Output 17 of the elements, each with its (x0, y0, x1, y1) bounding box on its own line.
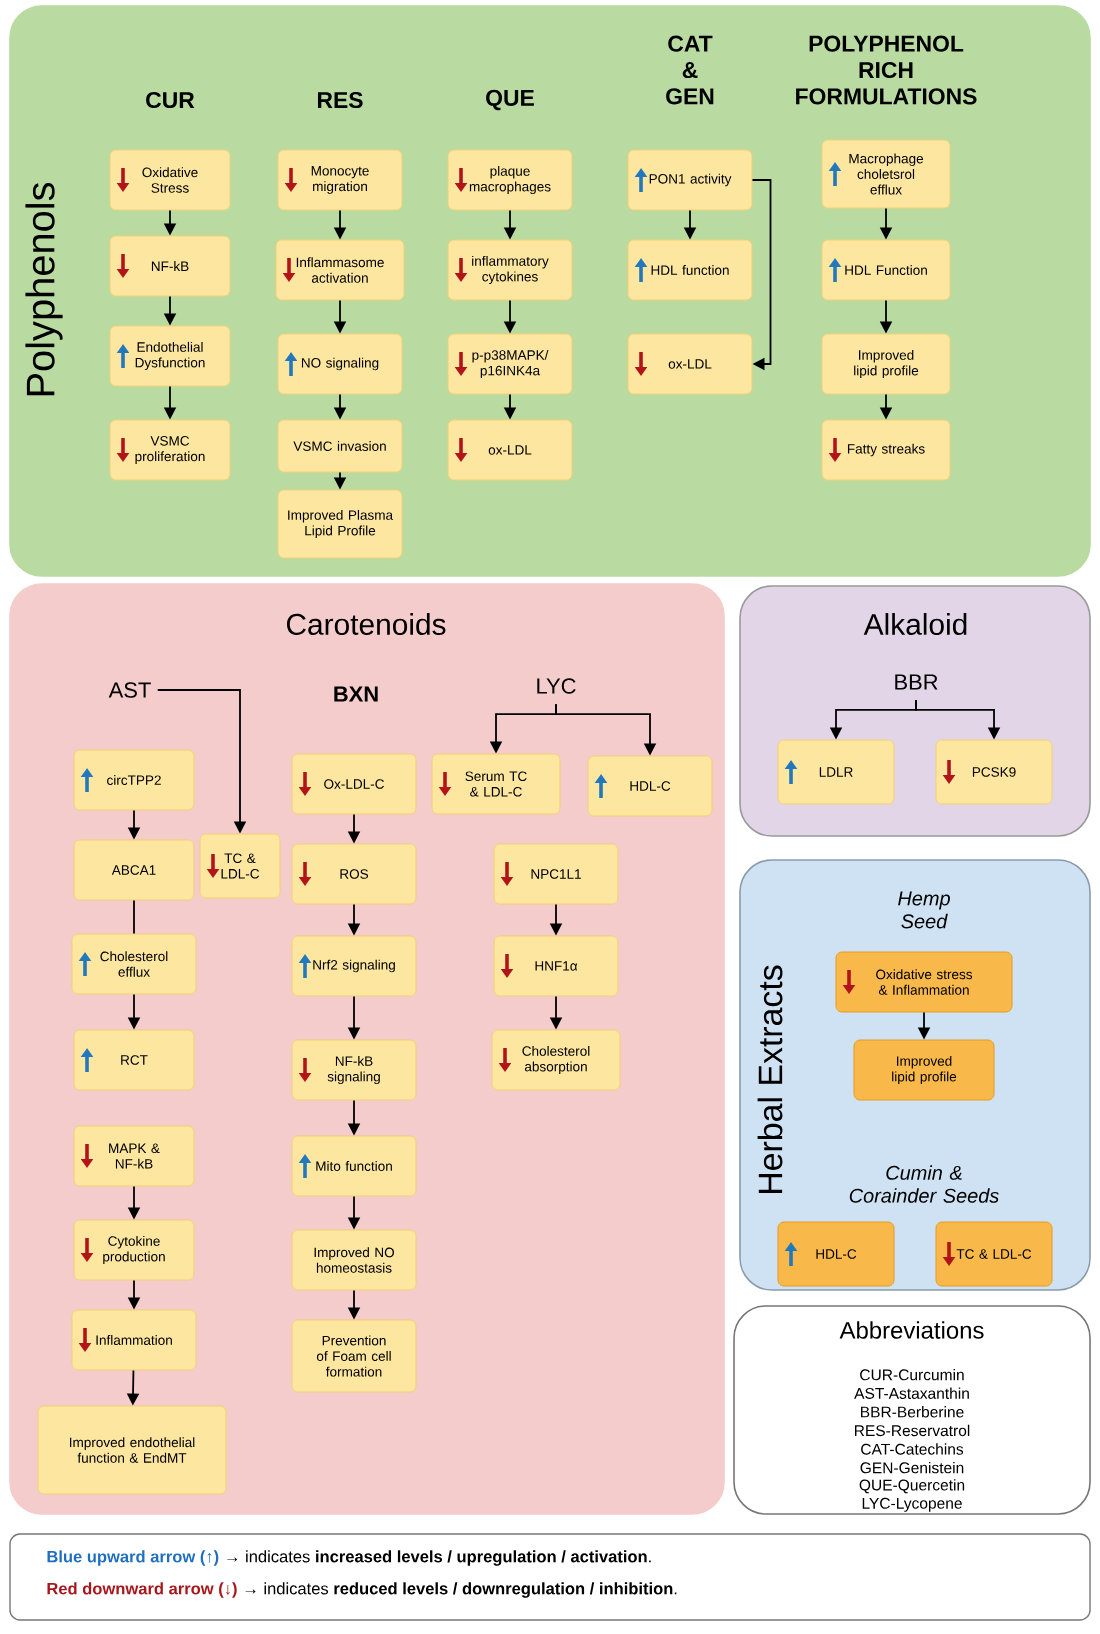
compound-heading: BXN (334, 686, 378, 702)
group-heading: Hemp Seed (898, 891, 950, 929)
compound-label: AST (108, 682, 151, 698)
compound-label: BBR (895, 674, 938, 690)
compound-heading: QUE (486, 89, 534, 111)
legend-key: Blue upward arrow (↑) (47, 1550, 219, 1566)
compound-label: LYC (537, 678, 576, 694)
legend-key: Red downward arrow (↓) (47, 1582, 237, 1598)
connector-line (133, 899, 135, 935)
arrow (751, 179, 772, 371)
legend-text: → indicates reduced levels / downregulation / inhibition. (245, 1582, 677, 1598)
compound-heading: POLYPHENOL RICH FORMULATIONS (796, 35, 977, 105)
compound-heading: CAT & GEN (666, 35, 714, 105)
compound-heading: RES (318, 91, 363, 109)
compound-heading: CUR (146, 91, 195, 109)
group-heading: Cumin & Corainder Seeds (849, 1165, 999, 1203)
legend-text: → indicates increased levels / upregulation / activation. (227, 1550, 651, 1566)
